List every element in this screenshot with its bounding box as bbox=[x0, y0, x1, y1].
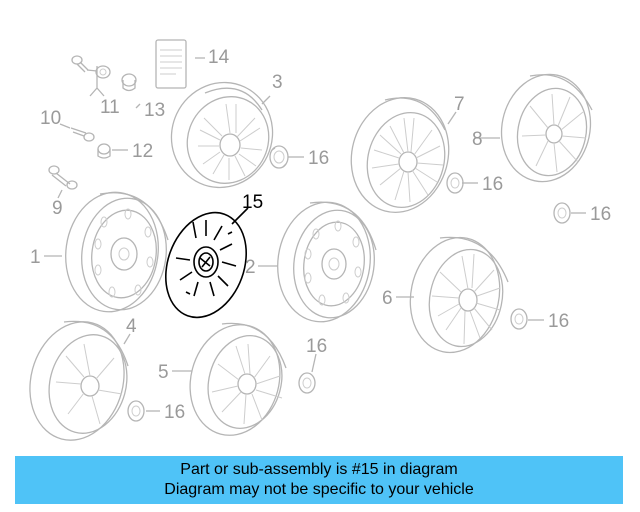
callout-8: 8 bbox=[472, 129, 483, 150]
alloy-wheel-part-3 bbox=[170, 81, 274, 189]
label-part-14 bbox=[155, 39, 187, 89]
cap-part-13 bbox=[121, 73, 137, 92]
center-cap-part-16-d bbox=[510, 308, 528, 330]
callout-12: 12 bbox=[132, 141, 153, 162]
callout-2: 2 bbox=[245, 257, 256, 278]
callout-6: 6 bbox=[382, 288, 393, 309]
callout-16-d: 16 bbox=[548, 311, 569, 332]
center-cap-part-16-a bbox=[269, 145, 289, 169]
callout-10: 10 bbox=[40, 108, 61, 129]
banner-line-1: Part or sub-assembly is #15 in diagram bbox=[180, 461, 458, 478]
wheel-cover-part-15 bbox=[164, 211, 248, 319]
leader-lines bbox=[44, 57, 586, 412]
callout-4: 4 bbox=[126, 316, 137, 337]
steel-wheel-part-2 bbox=[277, 201, 377, 323]
parts-diagram: 11 13 14 3 10 12 16 7 8 16 16 9 15 1 2 6… bbox=[29, 39, 611, 441]
alloy-wheel-part-4 bbox=[29, 320, 129, 441]
callout-5: 5 bbox=[158, 362, 169, 383]
alloy-wheel-part-7 bbox=[350, 96, 450, 214]
center-cap-part-16-b bbox=[446, 172, 464, 194]
callout-15: 15 bbox=[242, 192, 263, 213]
valve-stem-part-11 bbox=[71, 55, 111, 79]
callout-labels: 11 13 14 3 10 12 16 7 8 16 16 9 15 1 2 6… bbox=[30, 47, 611, 423]
callout-9: 9 bbox=[52, 198, 63, 219]
center-cap-part-16-c bbox=[553, 202, 571, 224]
callout-13: 13 bbox=[144, 100, 165, 121]
alloy-wheel-part-5 bbox=[189, 322, 287, 436]
callout-11: 11 bbox=[100, 97, 120, 118]
part-info-banner: Part or sub-assembly is #15 in diagram D… bbox=[15, 456, 623, 504]
callout-14: 14 bbox=[208, 47, 230, 68]
callout-16-e: 16 bbox=[306, 336, 327, 357]
valve-stem-part-10 bbox=[70, 127, 95, 142]
callout-16-f: 16 bbox=[164, 402, 185, 423]
steel-wheel-part-1 bbox=[65, 191, 169, 313]
alloy-wheel-part-8 bbox=[500, 73, 593, 183]
callout-1: 1 bbox=[30, 247, 41, 268]
callout-16-c: 16 bbox=[590, 204, 611, 225]
cap-part-12 bbox=[97, 143, 111, 159]
callout-16-b: 16 bbox=[482, 174, 503, 195]
center-cap-part-16-e bbox=[298, 372, 316, 394]
banner-line-2: Diagram may not be specific to your vehi… bbox=[164, 481, 474, 498]
callout-3: 3 bbox=[272, 72, 283, 93]
valve-stem-part-9 bbox=[48, 165, 78, 190]
callout-16-a: 16 bbox=[308, 148, 329, 169]
callout-7: 7 bbox=[454, 94, 465, 115]
alloy-wheel-part-6 bbox=[409, 236, 509, 354]
center-cap-part-16-f bbox=[127, 400, 145, 422]
